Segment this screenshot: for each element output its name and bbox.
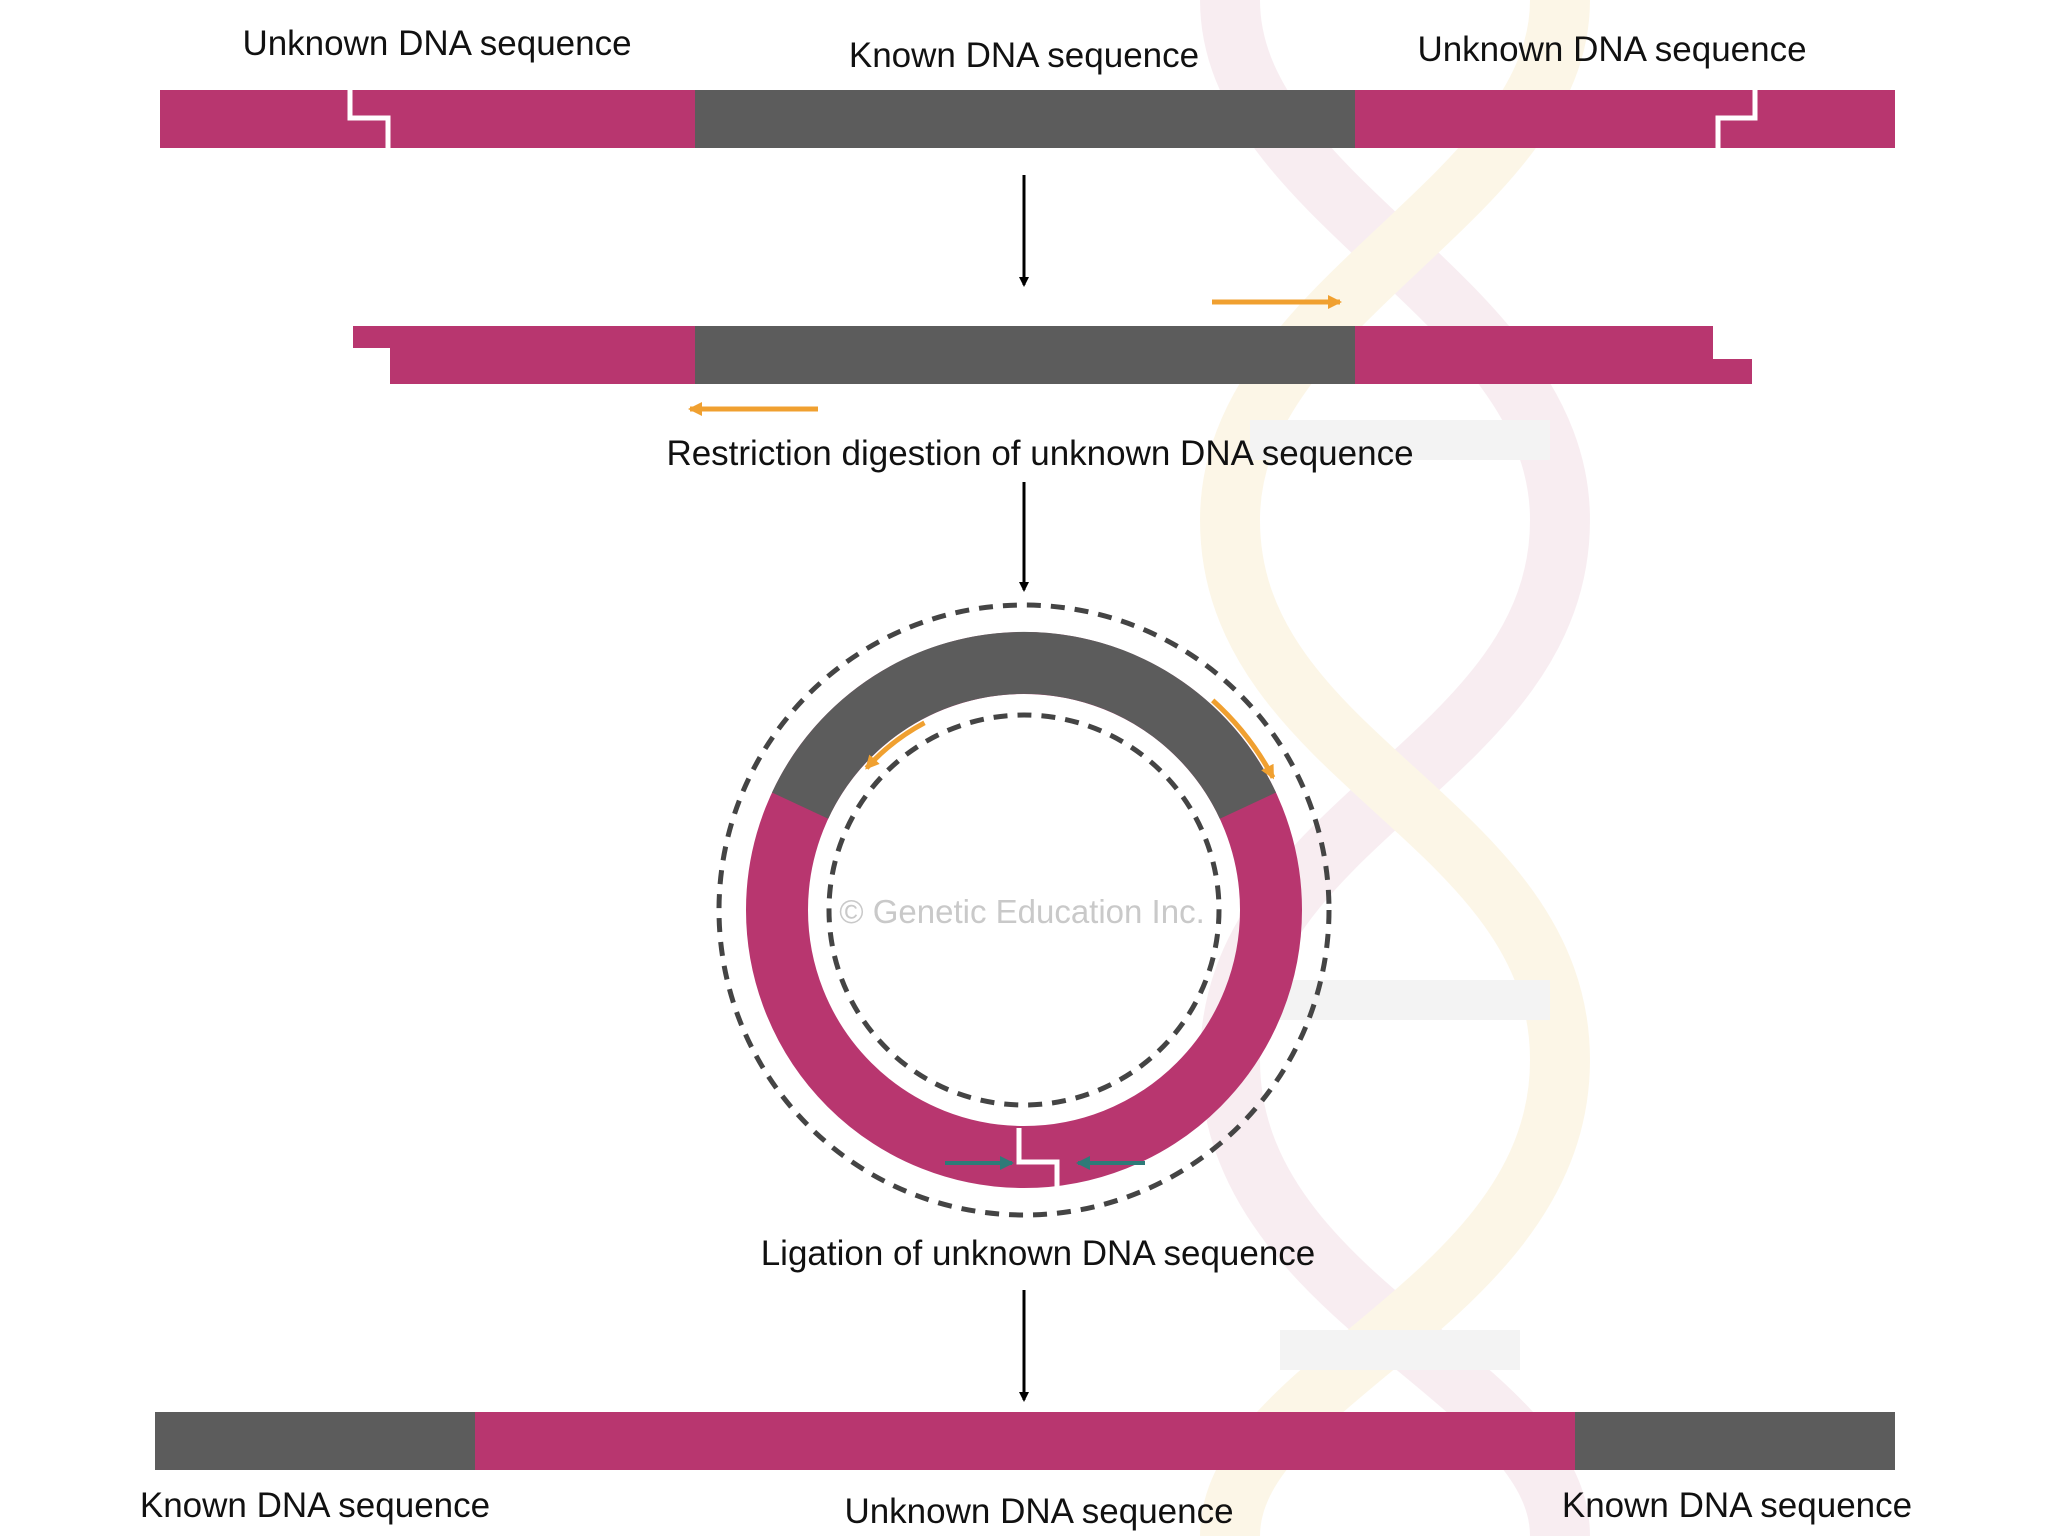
label-ligation: Ligation of unknown DNA sequence xyxy=(761,1234,1316,1273)
restriction-site-left xyxy=(347,88,391,150)
inner-dashed-strand xyxy=(826,712,1222,1108)
label-bottom-center: Unknown DNA sequence xyxy=(844,1492,1233,1531)
primer-arc-right xyxy=(1211,698,1276,780)
unknown-segment-middle xyxy=(475,1412,1575,1470)
unknown-segment-right xyxy=(1355,90,1895,148)
unknown-segment-right-sticky xyxy=(1355,326,1752,384)
unknown-segment-left xyxy=(160,90,695,148)
known-arc xyxy=(772,631,1276,819)
genomic-dna-strand xyxy=(160,88,1895,150)
digested-fragment xyxy=(353,326,1752,384)
dna-helix-background xyxy=(1199,0,1591,1536)
ligation-junction xyxy=(1016,1128,1060,1190)
known-segment xyxy=(695,90,1355,148)
linearized-product xyxy=(155,1412,1895,1470)
known-segment-left xyxy=(155,1412,475,1470)
label-bottom-left: Known DNA sequence xyxy=(140,1486,490,1525)
outer-dashed-strand xyxy=(716,602,1332,1218)
label-top-right: Unknown DNA sequence xyxy=(1417,30,1806,69)
label-top-left: Unknown DNA sequence xyxy=(242,24,631,63)
primer-arc-left xyxy=(864,720,926,770)
watermark-text: © Genetic Education Inc. xyxy=(839,893,1205,930)
restriction-site-right xyxy=(1715,88,1758,150)
unknown-segment-left-sticky xyxy=(353,326,695,384)
known-segment xyxy=(695,326,1355,384)
label-bottom-right: Known DNA sequence xyxy=(1562,1486,1912,1525)
circular-dna: © Genetic Education Inc. xyxy=(716,602,1332,1218)
known-segment-right xyxy=(1575,1412,1895,1470)
label-restriction-digestion: Restriction digestion of unknown DNA seq… xyxy=(666,434,1413,473)
label-top-center: Known DNA sequence xyxy=(849,36,1199,75)
